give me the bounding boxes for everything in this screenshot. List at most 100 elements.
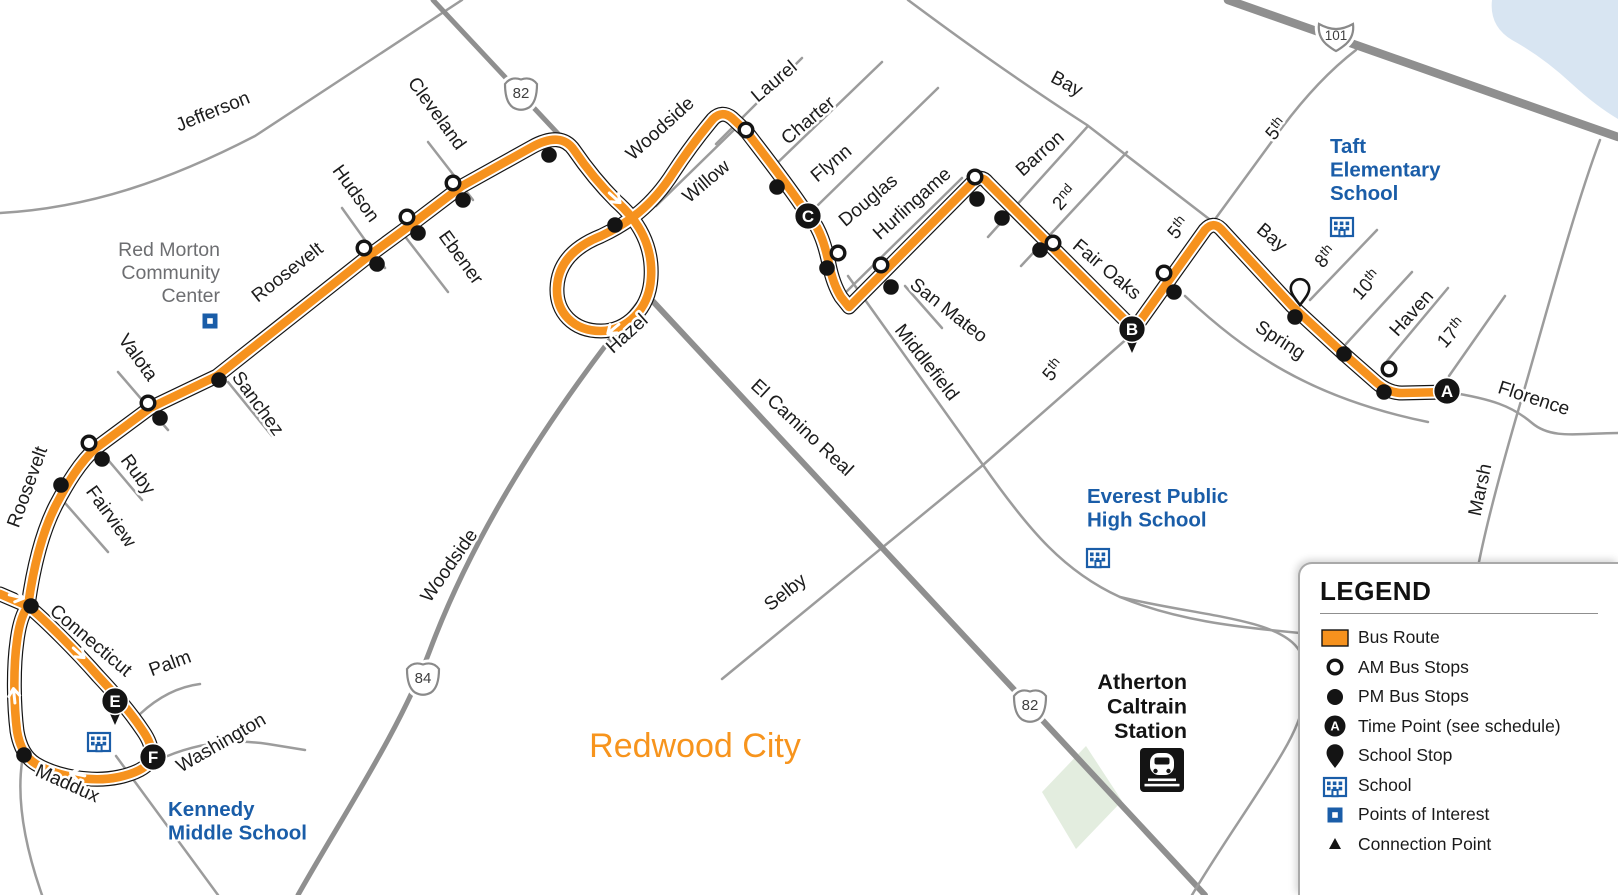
road-flynn [816, 86, 940, 207]
street-label: Flynn [807, 141, 856, 187]
svg-text:B: B [1126, 320, 1138, 339]
school-stop-pin-icon [1289, 277, 1311, 308]
pm-bus-stop-icon [1287, 309, 1303, 325]
street-label: Middlefield [890, 320, 962, 405]
pm-stop-cell [1320, 684, 1350, 710]
pm-bus-stop-icon [769, 179, 785, 195]
pm-bus-stop-icon [1166, 284, 1182, 300]
street-label: Palm [146, 647, 194, 682]
pm-bus-stop-icon [53, 477, 69, 493]
pm-bus-stop-icon [883, 279, 899, 295]
am-bus-stop-icon [1155, 264, 1173, 282]
legend-item-label: AM Bus Stops [1358, 656, 1469, 677]
pm-bus-stop-icon [819, 260, 835, 276]
water-body [1491, 0, 1618, 119]
time-point-f: F [138, 742, 168, 772]
am-bus-stop-icon [1044, 234, 1062, 252]
legend-item-school-stop-pin: School Stop [1320, 741, 1598, 771]
street-label: Cleveland [403, 73, 470, 154]
legend-item-label: PM Bus Stops [1358, 686, 1469, 707]
legend-item-label: Time Point (see schedule) [1358, 715, 1561, 736]
station-parcel [1042, 746, 1122, 849]
svg-text:C: C [802, 207, 814, 226]
pm-bus-stop-icon [1032, 242, 1048, 258]
road-haven [1385, 286, 1450, 363]
svg-text:101: 101 [1325, 28, 1348, 43]
road-san-mateo [903, 284, 944, 330]
school-stop-pin-icon [1326, 744, 1344, 768]
bus-route-line [0, 106, 1455, 614]
school-cell [1320, 772, 1350, 798]
road-palm [138, 682, 202, 716]
pm-bus-stop-icon [994, 210, 1010, 226]
svg-text:82: 82 [513, 85, 530, 102]
road-ebener [398, 228, 450, 294]
label-city: Redwood City [589, 727, 801, 765]
pm-stop-icon [1327, 688, 1343, 705]
am-bus-stop-icon [139, 394, 157, 412]
bus-route-line [10, 601, 156, 784]
legend-item-label: Connection Point [1358, 833, 1492, 854]
connection-point-icon [1329, 838, 1341, 850]
am-bus-stop-icon [737, 121, 755, 139]
legend-item-route-swatch: Bus Route [1320, 623, 1598, 653]
pm-bus-stop-icon [211, 372, 227, 388]
time-point-b: B [1117, 314, 1147, 353]
street-label: Maddux [32, 761, 103, 808]
road-jefferson [0, 0, 464, 215]
street-label: 8th [1309, 241, 1341, 272]
route-direction-arrow-icon [7, 687, 22, 705]
highway-shield-82: 82 [500, 74, 542, 114]
am-bus-stop-icon [966, 168, 984, 186]
pm-bus-stop-icon [1376, 384, 1392, 400]
time-point-icon: A [1324, 715, 1346, 737]
road-8th [1308, 228, 1379, 302]
street-label: 2nd [1047, 181, 1081, 215]
time-point-e: E [100, 686, 130, 725]
route-direction-arrow-icon [7, 589, 25, 604]
svg-text:F: F [148, 748, 158, 767]
time-point-a: A [1432, 376, 1462, 406]
street-label: Florence [1495, 377, 1572, 420]
street-label: Ebener [434, 227, 487, 289]
points-of-interest-cell [1320, 802, 1350, 828]
street-label: 5th [1162, 212, 1194, 243]
legend-item-connection-point: Connection Point [1320, 830, 1598, 860]
road-middlefield [846, 274, 1302, 635]
highway-shield-82: 82 [1009, 686, 1051, 726]
street-label: Barron [1012, 127, 1068, 181]
road-florence [1446, 390, 1618, 436]
school-icon [1322, 777, 1348, 798]
bus-route-line [0, 107, 1454, 613]
school-icon [86, 731, 112, 753]
am-bus-stop-icon [398, 208, 416, 226]
street-label: 10th [1347, 265, 1386, 304]
pm-bus-stop-icon [23, 598, 39, 614]
street-label: Sanchez [227, 368, 287, 440]
legend-item-am-stop: AM Bus Stops [1320, 653, 1598, 683]
legend-item-label: School [1358, 774, 1412, 795]
road-maddux-south [19, 760, 44, 895]
school-icon [1085, 547, 1111, 569]
road-17th [1447, 294, 1507, 378]
street-label: Hudson [328, 161, 383, 226]
street-label: Woodside [417, 525, 482, 606]
legend-item-school: School [1320, 771, 1598, 801]
pm-bus-stop-icon [1336, 346, 1352, 362]
road-washington [163, 740, 307, 759]
street-label: Laurel [747, 57, 801, 107]
pm-bus-stop-icon [369, 256, 385, 272]
street-label: Charter [777, 92, 840, 149]
am-bus-stop-icon [355, 239, 373, 257]
road-selby-5th [720, 334, 1132, 681]
street-label: Valota [114, 330, 162, 385]
legend-item-time-point: A Time Point (see schedule) [1320, 712, 1598, 742]
bus-route-line [0, 109, 1452, 611]
legend-item-label: Bus Route [1358, 627, 1440, 648]
school-icon [1329, 216, 1355, 238]
